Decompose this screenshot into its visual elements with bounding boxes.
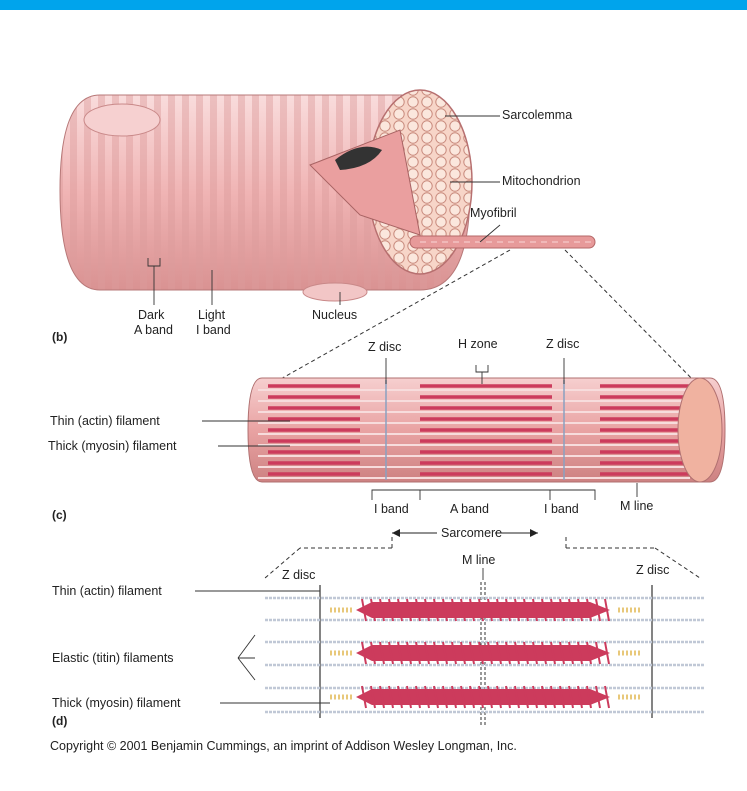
label-light: Light: [198, 308, 225, 322]
panel-label-c: (c): [52, 508, 67, 522]
label-sarcolemma: Sarcolemma: [502, 108, 572, 122]
label-nucleus: Nucleus: [312, 308, 357, 322]
label-i-band-c-left: I band: [374, 502, 409, 516]
label-m-line-c: M line: [620, 499, 653, 513]
panel-label-b: (b): [52, 330, 67, 344]
label-z-disc-d-left: Z disc: [282, 568, 315, 582]
label-i-band-b: I band: [196, 323, 231, 337]
label-z-disc-c-right: Z disc: [546, 337, 579, 351]
label-thick-filament-c: Thick (myosin) filament: [48, 439, 177, 453]
label-i-band-c-right: I band: [544, 502, 579, 516]
copyright-notice: Copyright © 2001 Benjamin Cummings, an i…: [50, 739, 517, 753]
panel-d-leaders: [195, 568, 483, 703]
label-z-disc-d-right: Z disc: [636, 563, 669, 577]
label-m-line-d: M line: [462, 553, 495, 567]
label-myofibril: Myofibril: [470, 206, 517, 220]
label-thin-filament-d: Thin (actin) filament: [52, 584, 162, 598]
myofibril: [410, 236, 595, 248]
label-elastic-filaments: Elastic (titin) filaments: [52, 651, 174, 665]
label-thin-filament-c: Thin (actin) filament: [50, 414, 160, 428]
sarcomere-detail: [265, 582, 705, 726]
label-dark: Dark: [138, 308, 164, 322]
label-h-zone: H zone: [458, 337, 498, 351]
label-a-band-b: A band: [134, 323, 173, 337]
label-a-band-c: A band: [450, 502, 489, 516]
label-sarcomere: Sarcomere: [441, 526, 502, 540]
label-thick-filament-d: Thick (myosin) filament: [52, 696, 181, 710]
panel-label-d: (d): [52, 714, 67, 728]
label-mitochondrion: Mitochondrion: [502, 174, 581, 188]
label-z-disc-c-left: Z disc: [368, 340, 401, 354]
myofibril-enlarged: [248, 378, 725, 482]
